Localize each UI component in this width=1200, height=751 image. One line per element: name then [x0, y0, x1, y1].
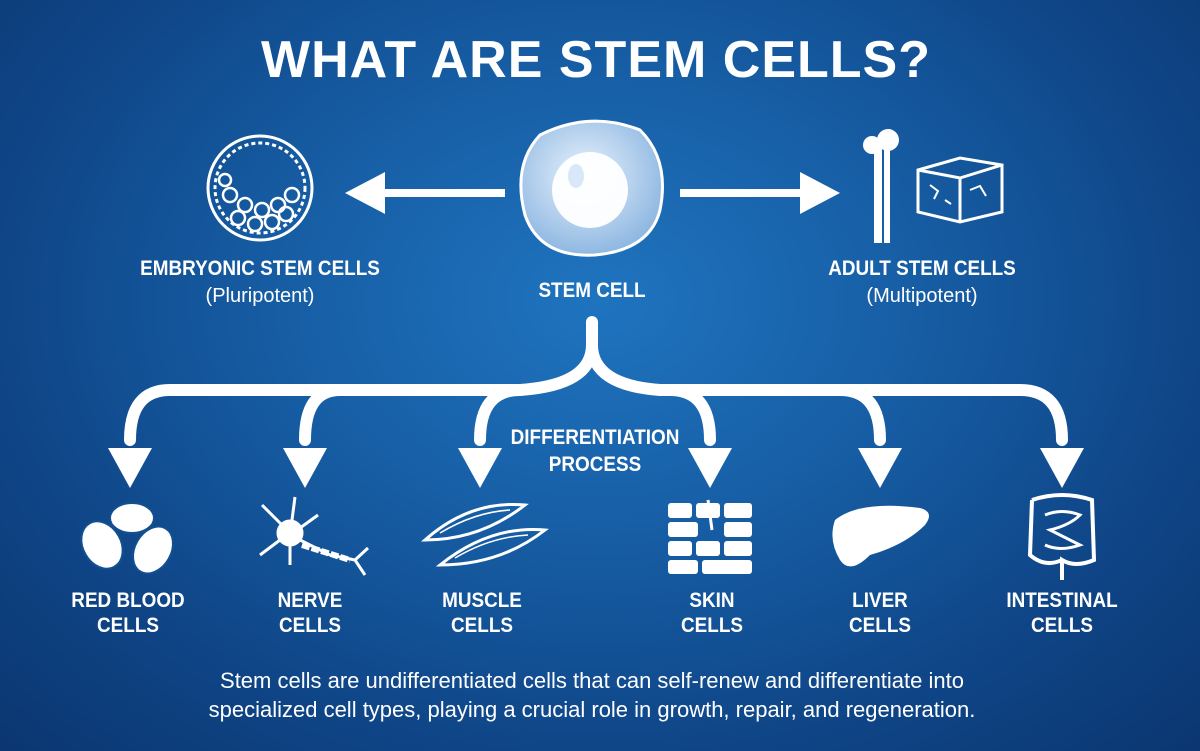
- differentiation-arrows: [124, 316, 1068, 446]
- arrow-to-embryonic-icon: [345, 172, 505, 214]
- arrow-to-adult-icon: [680, 172, 840, 214]
- footer-description: Stem cells are undifferentiated cells th…: [209, 666, 976, 724]
- footer-line1: Stem cells are undifferentiated cells th…: [220, 668, 964, 693]
- cell-type-line2: CELLS: [451, 614, 513, 637]
- embryonic-sublabel: (Pluripotent): [205, 285, 315, 307]
- nerve-cell-icon: [259, 496, 370, 576]
- process-line1: DIFFERENTIATION: [510, 426, 680, 449]
- cell-type-line2: CELLS: [279, 614, 341, 637]
- cell-type-line1: MUSCLE: [442, 589, 522, 612]
- arrowheads: [108, 448, 1084, 488]
- process-line2: PROCESS: [548, 453, 642, 476]
- cell-type-line1: INTESTINAL: [1006, 589, 1118, 612]
- page-title: WHAT ARE STEM CELLS?: [261, 31, 931, 89]
- cell-type-line2: CELLS: [97, 614, 159, 637]
- embryonic-label: EMBRYONIC STEM CELLS: [140, 257, 380, 280]
- red-blood-cells-icon: [80, 502, 174, 575]
- cell-type-line1: RED BLOOD: [71, 589, 185, 612]
- adult-sublabel: (Multipotent): [866, 285, 978, 307]
- cell-type-line2: CELLS: [849, 614, 911, 637]
- stem-cell-label: STEM CELL: [538, 279, 646, 302]
- stem-cell-icon: [519, 119, 664, 257]
- cell-type-line1: LIVER: [852, 589, 908, 612]
- process-label: DIFFERENTIATION PROCESS: [511, 425, 680, 477]
- cell-type-line1: SKIN: [689, 589, 735, 612]
- muscle-cells-icon: [421, 502, 549, 567]
- cell-type-line1: NERVE: [277, 589, 343, 612]
- footer-line2: specialized cell types, playing a crucia…: [208, 697, 976, 722]
- embryo-blastocyst-icon: [206, 134, 314, 242]
- tissue-block-icon: [916, 156, 1004, 224]
- adult-label: ADULT STEM CELLS: [828, 257, 1016, 280]
- cell-type-line2: CELLS: [681, 614, 743, 637]
- bone-icon: [863, 129, 899, 243]
- skin-cells-icon: [668, 499, 752, 574]
- cell-type-line2: CELLS: [1031, 614, 1093, 637]
- intestine-icon: [1027, 493, 1097, 580]
- liver-icon: [832, 505, 929, 567]
